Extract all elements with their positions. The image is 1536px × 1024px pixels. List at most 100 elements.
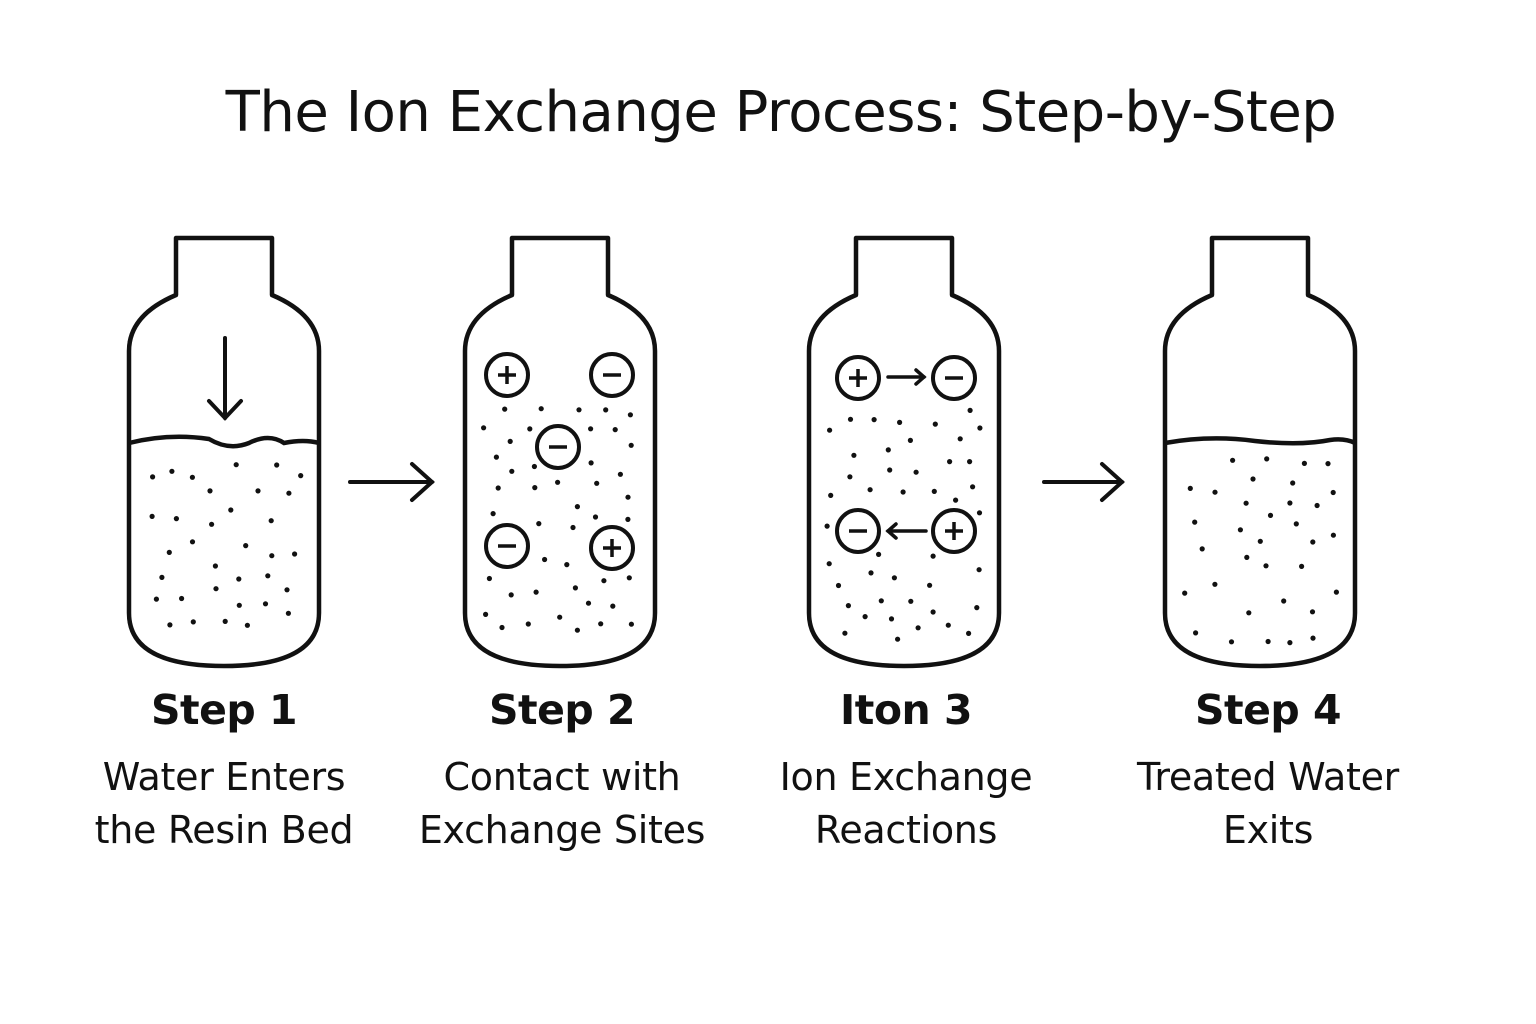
resin-bead bbox=[285, 610, 291, 616]
resin-bead bbox=[542, 556, 548, 563]
resin-bead bbox=[233, 462, 239, 468]
resin-bead bbox=[538, 406, 544, 412]
anion-icon bbox=[484, 523, 530, 569]
resin-bead bbox=[930, 553, 936, 559]
resin-bead bbox=[564, 562, 570, 568]
resin-bead bbox=[976, 510, 983, 516]
resin-bead bbox=[570, 524, 576, 531]
step-4-desc-line-1: Treated Water bbox=[1137, 755, 1399, 799]
resin-bead bbox=[243, 543, 249, 549]
resin-bead bbox=[1230, 457, 1236, 463]
step-3-description: Ion Exchange Reactions bbox=[746, 751, 1066, 857]
resin-bead bbox=[847, 474, 853, 480]
resin-bead bbox=[1310, 539, 1316, 545]
resin-bead bbox=[828, 492, 834, 498]
resin-bead bbox=[827, 427, 833, 433]
resin-bead bbox=[907, 437, 913, 443]
resin-bead bbox=[508, 592, 514, 598]
resin-bead bbox=[966, 630, 972, 636]
resin-bead bbox=[574, 504, 580, 510]
resin-bead bbox=[502, 406, 508, 412]
resin-bead bbox=[628, 442, 634, 448]
resin-bead bbox=[576, 407, 582, 413]
resin-bead bbox=[209, 521, 215, 527]
resin-bead bbox=[867, 487, 873, 493]
resin-bead bbox=[555, 479, 561, 485]
resin-bead bbox=[265, 573, 271, 579]
resin-bead bbox=[189, 474, 195, 480]
resin-bead bbox=[826, 561, 832, 567]
resin-bead bbox=[167, 622, 173, 628]
resin-bead bbox=[1267, 512, 1274, 518]
resin-bead bbox=[1243, 500, 1249, 506]
resin-bead bbox=[612, 427, 618, 433]
resin-beads-3 bbox=[824, 407, 983, 642]
resin-bead bbox=[1199, 546, 1205, 552]
resin-bead bbox=[490, 511, 496, 517]
step-1-title: Step 1 bbox=[150, 686, 298, 734]
resin-bead bbox=[598, 621, 604, 627]
resin-bead bbox=[190, 619, 196, 625]
anion-icon bbox=[535, 424, 581, 470]
water-surface-1 bbox=[128, 434, 320, 449]
resin-bead bbox=[159, 574, 165, 580]
resin-bead bbox=[953, 497, 959, 503]
resin-bead bbox=[1192, 519, 1198, 525]
resin-bead bbox=[236, 602, 242, 608]
step-1-desc-line-1: Water Enters bbox=[102, 755, 346, 799]
resin-bead bbox=[493, 454, 499, 460]
vessel-step-4 bbox=[1165, 238, 1355, 666]
resin-bead bbox=[213, 586, 219, 592]
resin-bead bbox=[298, 473, 304, 479]
resin-bead bbox=[592, 514, 599, 520]
resin-bead bbox=[1299, 563, 1305, 569]
step-3-title: Iton 3 bbox=[839, 686, 973, 734]
resin-bead bbox=[913, 469, 919, 475]
resin-bead bbox=[1212, 581, 1218, 587]
step-4-title: Step 4 bbox=[1194, 686, 1342, 734]
resin-bead bbox=[628, 621, 634, 627]
resin-bead bbox=[588, 426, 594, 432]
resin-bead bbox=[533, 589, 539, 595]
resin-bead bbox=[1301, 460, 1307, 466]
resin-bead bbox=[509, 468, 515, 474]
left-arrow-icon bbox=[885, 522, 928, 540]
resin-bead bbox=[585, 600, 592, 606]
resin-bead bbox=[1193, 630, 1199, 636]
resin-bead bbox=[532, 485, 538, 491]
resin-bead bbox=[1237, 527, 1243, 533]
resin-bead bbox=[915, 625, 921, 631]
resin-bead bbox=[268, 518, 274, 524]
resin-bead bbox=[967, 459, 973, 465]
resin-bead bbox=[495, 485, 501, 491]
resin-bead bbox=[588, 460, 594, 466]
step-2-desc-line-2: Exchange Sites bbox=[418, 808, 706, 852]
resin-bead bbox=[847, 416, 854, 422]
resin-bead bbox=[525, 621, 531, 627]
anion-icon bbox=[931, 355, 977, 401]
resin-bead bbox=[236, 576, 242, 582]
cation-icon bbox=[931, 508, 977, 554]
resin-bead bbox=[897, 419, 903, 425]
step-2: Step 2 Contact with Exchange Sites bbox=[402, 690, 722, 857]
resin-bead bbox=[255, 488, 261, 494]
resin-bead bbox=[932, 421, 938, 427]
resin-bead bbox=[531, 463, 537, 470]
resin-bead bbox=[908, 598, 914, 604]
resin-bead bbox=[842, 630, 848, 636]
resin-bead bbox=[292, 551, 298, 557]
resin-bead bbox=[527, 426, 533, 432]
resin-bead bbox=[1246, 610, 1252, 616]
resin-beads-4 bbox=[1182, 456, 1339, 646]
resin-bead bbox=[1287, 640, 1293, 646]
step-4-desc-line-2: Exits bbox=[1222, 808, 1314, 852]
resin-bead bbox=[927, 582, 933, 588]
resin-bead bbox=[625, 494, 631, 500]
resin-bead bbox=[284, 587, 290, 593]
resin-bead bbox=[173, 516, 179, 522]
resin-bead bbox=[891, 575, 897, 581]
resin-bead bbox=[1290, 480, 1296, 486]
resin-bead bbox=[594, 480, 600, 486]
resin-bead bbox=[1314, 502, 1320, 509]
